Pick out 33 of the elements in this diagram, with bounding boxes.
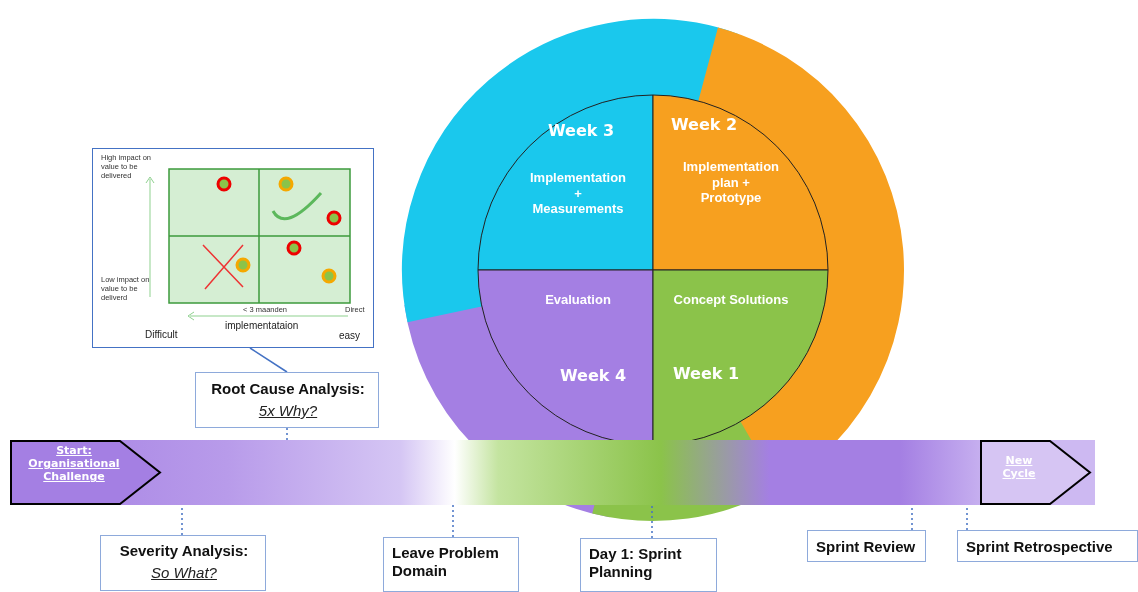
callout-text: Leave Problem Domain <box>392 544 500 580</box>
callout-title: Root Cause Analysis: <box>210 380 366 398</box>
leader-line <box>651 504 653 539</box>
start-label: Start: Organisational Challenge <box>27 444 121 484</box>
callout-text: Day 1: Sprint Planning <box>589 545 683 581</box>
callout-box <box>195 372 379 428</box>
callout-subtitle: 5x Why? <box>257 402 319 420</box>
stage-text: Concept Solutions <box>673 292 789 308</box>
timeline-band <box>10 440 1095 505</box>
end-label: New Cycle <box>1001 454 1037 481</box>
axis-label: Difficult <box>145 329 178 341</box>
callout-box <box>957 530 1138 562</box>
callout-box <box>383 537 519 592</box>
leader-line <box>286 427 288 441</box>
axis-label: easy <box>339 330 361 342</box>
week-label: Week 1 <box>673 364 740 384</box>
stage-text: Implementation plan + Prototype <box>682 159 780 206</box>
callout-box <box>100 535 266 591</box>
stage-text: Implementation + Measurements <box>529 170 627 217</box>
callout-box <box>807 530 926 562</box>
axis-title: implementataion <box>225 320 299 332</box>
leader-line <box>452 504 454 538</box>
callout-box <box>580 538 717 592</box>
callout-title: Severity Analysis: <box>118 542 250 560</box>
callout-text: Sprint Review <box>816 538 916 556</box>
leader-line <box>249 347 288 373</box>
week-label: Week 4 <box>560 366 627 386</box>
week-label: Week 2 <box>671 115 738 135</box>
stage-text: Evaluation <box>545 292 611 308</box>
inset-panel <box>92 148 374 348</box>
week-label: Week 3 <box>548 121 615 141</box>
callout-subtitle: So What? <box>150 564 218 582</box>
callout-text: Sprint Retrospective <box>966 538 1113 556</box>
